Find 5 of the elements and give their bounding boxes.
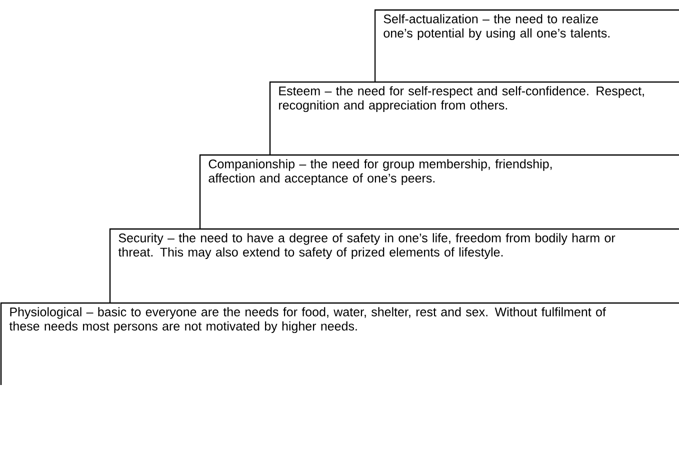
step-box: Self-actualization – the need to realize one’s potential by using all one’s talents. <box>374 9 679 82</box>
step-box: Esteem – the need for self-respect and self-confidence. Respect, recognition and appreciation from others. <box>269 81 679 155</box>
step-box: Companionship – the need for group membership, friendship, affection and acceptance of one’s peers. <box>199 154 679 229</box>
step-box: Security – the need to have a degree of safety in one’s life, freedom from bodily harm or threat. This may also extend to safety of prized elements of lifestyle. <box>109 228 679 303</box>
step-box: Physiological – basic to everyone are the needs for food, water, shelter, rest and sex. Without fulfilment of these needs most persons are not motivated by higher needs. <box>0 302 679 385</box>
